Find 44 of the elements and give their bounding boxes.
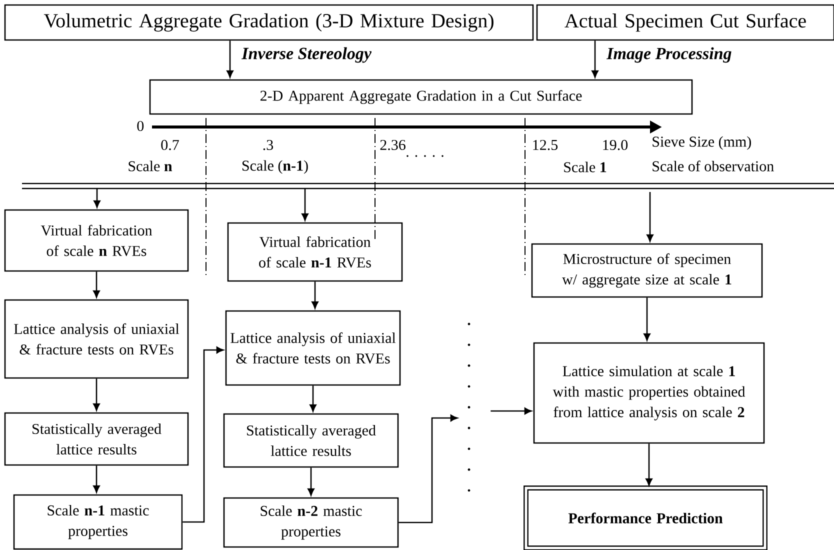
arrow [93,466,100,493]
arrow [310,386,316,412]
process-box: Microstructure of specimen w/ aggregate size at scale 1 [531,243,763,298]
edge-label: Image Processing [606,47,732,63]
edge-label: Inverse Stereology [241,47,372,63]
arrow [646,444,652,486]
scale-label: 12.5 [533,140,558,150]
arrow [398,414,458,524]
arrow [94,189,100,208]
process-box: Lattice simulation at scale 1 with mastic properties obtained from lattice analysis on scale 2 [533,342,765,444]
arrow [308,468,314,496]
arrow [646,192,654,242]
gradation-box: 2-D Apparent Aggregate Gradation in a Cut Surface [149,79,693,115]
scale-label: Scale of observation [652,160,774,172]
scale-label: 0 [137,120,144,132]
arrow [644,298,650,341]
process-box: Scale n-1 mastic properties [13,494,183,550]
arrow [93,378,100,411]
process-box: Scale n-2 mastic properties [223,497,399,548]
arrow [182,346,224,523]
arrow [592,40,598,78]
scale-label: 0.7 [161,140,179,150]
scale-label: Scale 1 [564,162,606,172]
scale-label: Sieve Size (mm) [652,136,751,150]
scale-label: 19.0 [603,140,628,150]
scale-label: Scale (n-1) [242,160,308,174]
arrow [490,408,532,414]
title-box: Volumetric Aggregate Gradation (3-D Mixture Design) [4,4,534,41]
scale-label: 2.36 [380,140,406,150]
process-box: Statistically averaged lattice results [223,413,399,468]
arrow [93,272,100,298]
process-box: Virtual fabrication of scale n-1 RVEs [227,222,403,282]
process-box: Statistically averaged lattice results [4,412,189,466]
scale-label: . . . . . [406,155,444,157]
scale-label: Scale n [128,160,172,172]
title-box: Actual Specimen Cut Surface [536,4,834,41]
process-box: Lattice analysis of uniaxial & fracture tests on RVEs [225,310,401,386]
arrow [226,40,234,78]
result-box: Performance Prediction [524,486,768,550]
arrow [302,189,308,221]
process-box: Lattice analysis of uniaxial & fracture tests on RVEs [4,299,189,379]
arrow [312,282,318,309]
process-box: Virtual fabrication of scale n RVEs [4,209,189,272]
scale-label: .3 [263,140,274,150]
